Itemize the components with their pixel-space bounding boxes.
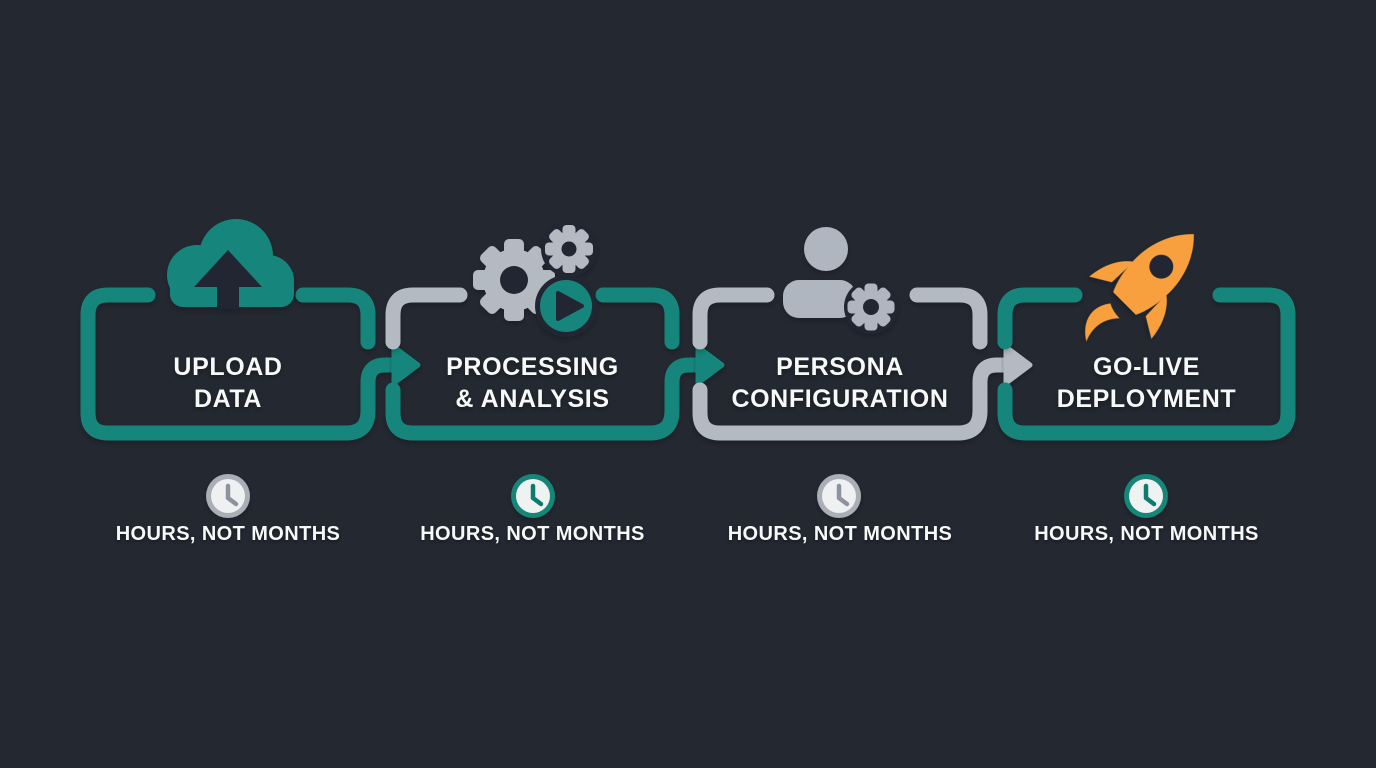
step3-border-bottom-and-arrow <box>692 357 1012 441</box>
small-gear <box>541 221 597 277</box>
step4-border-top-left <box>997 287 1083 350</box>
step4-frame <box>997 287 1296 441</box>
user-gear-small-gear <box>844 280 898 334</box>
clock-icon-step1 <box>206 474 250 518</box>
user-gear-icon <box>783 227 898 334</box>
step4-caption: HOURS, NOT MONTHS <box>1034 523 1259 545</box>
step4-title: GO-LIVE DEPLOYMENT <box>1005 351 1288 415</box>
step1-caption: HOURS, NOT MONTHS <box>115 523 341 545</box>
arrow-step2-to-step3 <box>695 344 725 386</box>
step1-border-top-right <box>295 287 376 350</box>
step1-title-line2: DATA <box>193 385 263 413</box>
step1-title-line1: UPLOAD <box>173 353 283 381</box>
step3-caption: HOURS, NOT MONTHS <box>727 523 953 545</box>
step2-caption: HOURS, NOT MONTHS <box>420 523 645 545</box>
step3-border-top-left <box>692 287 775 350</box>
step2-title: PROCESSING & ANALYSIS <box>392 351 673 415</box>
step3-border-top-right <box>909 287 988 350</box>
step2-title-line2: & ANALYSIS <box>455 385 610 413</box>
step3-frame <box>692 287 1012 441</box>
step3-title-line1: PERSONA <box>776 353 904 381</box>
step2-title-line1: PROCESSING <box>446 353 619 381</box>
clock-icon-step2 <box>511 474 555 518</box>
play-circle-icon <box>535 275 597 337</box>
step1-title: UPLOAD DATA <box>88 351 368 415</box>
step4-title-line2: DEPLOYMENT <box>1056 385 1237 413</box>
step3-title-line2: CONFIGURATION <box>731 385 949 413</box>
clock-icon-step4 <box>1124 474 1168 518</box>
big-gear <box>473 239 555 321</box>
cloud-upload-icon <box>167 219 294 309</box>
step2-border-bottom-and-arrow <box>385 357 704 441</box>
clock-icon-step3 <box>817 474 861 518</box>
step1-frame <box>80 287 400 441</box>
arrow-step3-to-step4 <box>1003 344 1033 386</box>
step2-border-top-right <box>595 287 680 350</box>
step2-frame <box>385 287 704 441</box>
step4-title-line1: GO-LIVE <box>1093 353 1200 381</box>
step1-border-main-and-arrow <box>80 287 400 441</box>
step4-border-main <box>997 287 1296 441</box>
rocket-icon <box>1085 234 1194 342</box>
step3-title: PERSONA CONFIGURATION <box>700 351 980 415</box>
arrow-step1-to-step2 <box>391 344 421 386</box>
gears-play-icon <box>473 221 597 337</box>
step2-border-top-left-gray <box>385 287 468 350</box>
